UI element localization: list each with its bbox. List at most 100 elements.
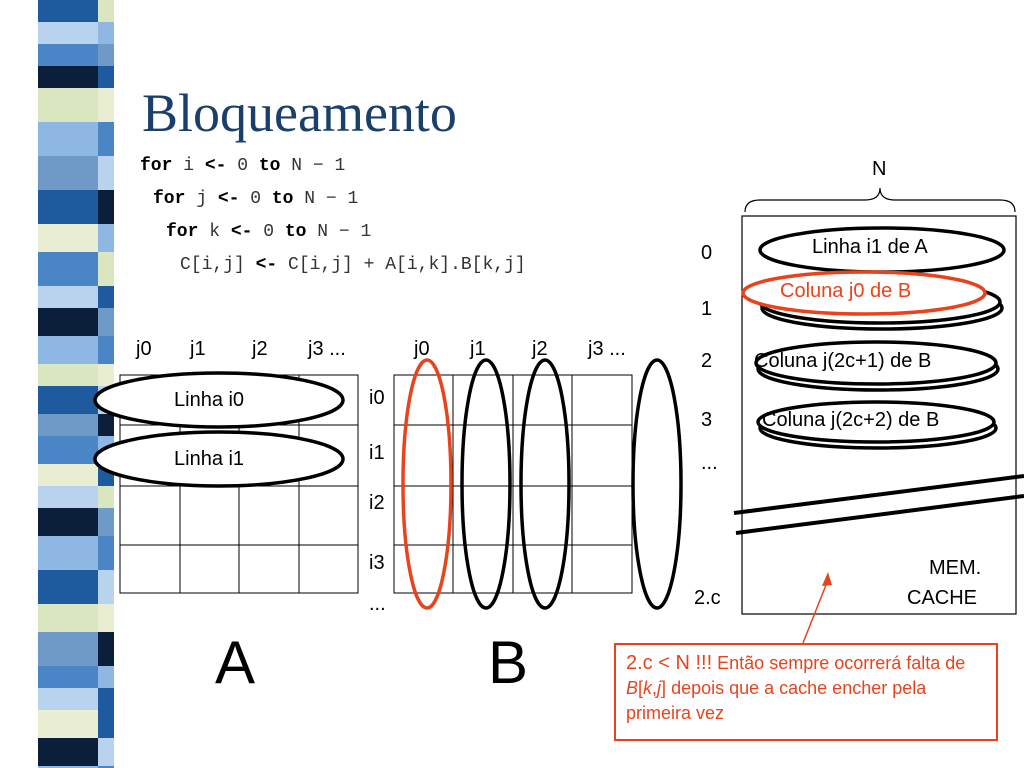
cache-break-line	[735, 494, 1024, 535]
column-j3-ellipse	[631, 358, 683, 610]
row-i1-label: Linha i1	[174, 448, 245, 470]
note-bracket-close: ]	[661, 678, 667, 698]
stripe-block	[38, 688, 98, 710]
column-j1-ellipse	[460, 358, 512, 610]
matrix-a-col-label: j2	[252, 338, 268, 360]
code-keyword: for	[140, 156, 173, 176]
decorative-stripe	[38, 0, 114, 768]
stripe-block	[98, 44, 114, 66]
stripe-block	[38, 666, 98, 688]
cache-line-1-label: Coluna j0 de B	[780, 280, 912, 302]
stripe-block	[38, 156, 98, 190]
stripe-block	[38, 224, 98, 252]
stripe-block	[98, 156, 114, 190]
matrix-b-col-label: j2	[532, 338, 548, 360]
code-text: N − 1	[293, 189, 359, 209]
stripe-block	[98, 536, 114, 570]
cache-row-index: 3	[701, 409, 713, 431]
row-i1-ellipse	[93, 430, 345, 488]
cache-width-label: N	[872, 158, 887, 180]
stripe-block	[38, 364, 98, 386]
matrix-a-col-label: j3 ...	[308, 338, 346, 360]
row-i0-label: Linha i0	[174, 389, 245, 411]
code-text: N − 1	[280, 156, 346, 176]
stripe-block	[38, 122, 98, 156]
slide-title: Bloqueamento	[142, 83, 457, 143]
cache-line-0-label: Linha i1 de A	[812, 236, 928, 258]
stripe-block	[98, 308, 114, 336]
stripe-block	[38, 486, 98, 508]
cache-miss-note: 2.c < N !!! Então sempre ocorrerá falta …	[614, 643, 998, 741]
code-text: C[i,j] + A[i,k].B[k,j]	[277, 255, 526, 275]
matrix-b-row-label: i1	[369, 442, 385, 464]
matrix-b-grid	[393, 374, 633, 594]
stripe-block	[38, 44, 98, 66]
stripe-block	[38, 286, 98, 308]
stripe-block	[38, 252, 98, 286]
stripe-block	[98, 66, 114, 88]
stripe-block	[38, 464, 98, 486]
code-keyword: <-	[204, 156, 227, 176]
stripe-block	[38, 436, 98, 464]
matrix-a-col-label: j1	[190, 338, 206, 360]
stripe-block	[38, 190, 98, 224]
stripe-block	[98, 710, 114, 738]
cache-label-cache: CACHE	[907, 587, 978, 609]
matrix-b-row-label: ...	[369, 593, 386, 615]
code-keyword: for	[153, 189, 186, 209]
matrix-b-row-label: i0	[369, 387, 385, 409]
stripe-block	[38, 66, 98, 88]
stripe-block	[98, 88, 114, 122]
note-k: k	[643, 678, 653, 698]
stripe-block	[98, 336, 114, 364]
code-text: 0	[239, 189, 272, 209]
stripe-block	[98, 666, 114, 688]
code-keyword: to	[284, 222, 307, 242]
code-line-1: for i <- 0 to N − 1	[140, 155, 345, 177]
code-keyword: <-	[217, 189, 240, 209]
cache-row-index: 2.c	[694, 587, 721, 609]
stripe-block	[98, 766, 114, 768]
cache-line-3-ellipse	[756, 400, 996, 444]
code-line-3: for k <- 0 to N − 1	[166, 221, 371, 243]
note-comma: ,	[652, 678, 658, 698]
stripe-block	[98, 508, 114, 536]
matrix-b-name: B	[488, 629, 529, 696]
code-line-2: for j <- 0 to N − 1	[153, 188, 358, 210]
note-b: B	[626, 678, 639, 698]
stripe-block	[38, 766, 98, 768]
stripe-block	[38, 336, 98, 364]
code-text: 0	[252, 222, 285, 242]
code-text: N − 1	[306, 222, 372, 242]
column-j0-ellipse	[401, 358, 453, 610]
stripe-block	[98, 286, 114, 308]
stripe-block	[98, 738, 114, 766]
stripe-block	[98, 486, 114, 508]
code-text: k	[198, 222, 231, 242]
stripe-block	[38, 570, 98, 604]
stripe-block	[38, 536, 98, 570]
cache-row-index: 2	[701, 350, 713, 372]
stripe-block	[38, 22, 98, 44]
code-text: j	[185, 189, 218, 209]
note-text: Então sempre ocorrerá falta de	[712, 653, 966, 673]
matrix-a-col-label: j0	[136, 338, 152, 360]
code-keyword: for	[166, 222, 199, 242]
note-arrow	[802, 579, 829, 644]
stripe-block	[98, 604, 114, 632]
stripe-block	[98, 0, 114, 22]
note-j: j	[657, 678, 662, 698]
stripe-block	[38, 632, 98, 666]
stripe-block	[98, 414, 114, 436]
matrix-b-col-label: j1	[470, 338, 486, 360]
stripe-block	[98, 224, 114, 252]
matrix-b-row-label: i2	[369, 492, 385, 514]
code-text: C[i,j]	[180, 255, 256, 275]
code-text: i	[172, 156, 205, 176]
stripe-block	[38, 386, 98, 414]
note-arrowhead	[822, 572, 832, 586]
stripe-block	[38, 0, 98, 22]
code-keyword: to	[271, 189, 294, 209]
cache-width-brace	[744, 187, 1016, 213]
